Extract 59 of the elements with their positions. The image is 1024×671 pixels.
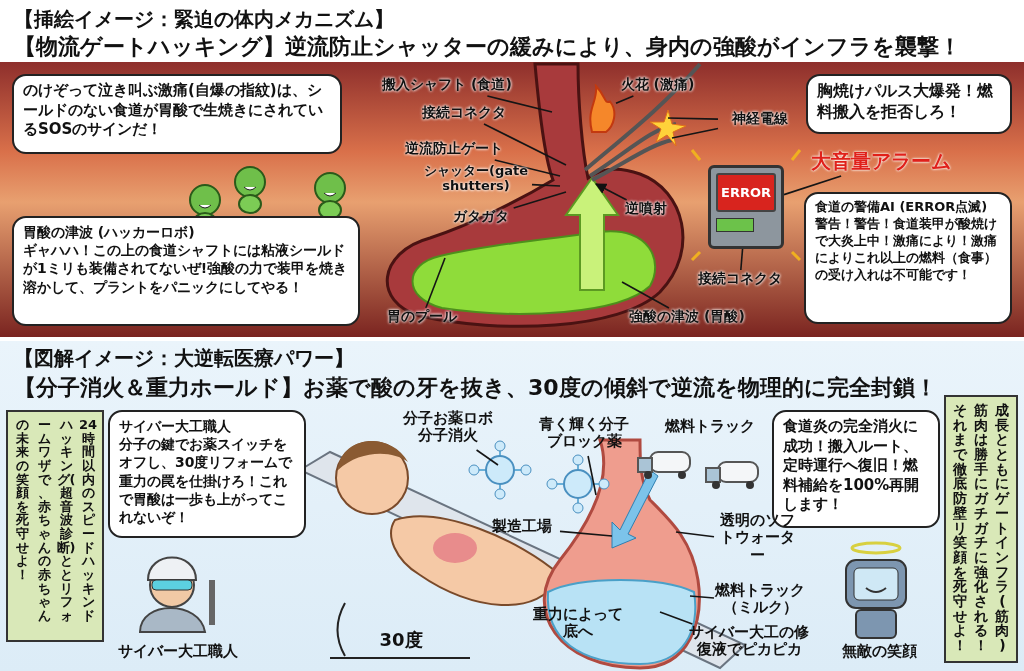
arrow: [595, 183, 628, 201]
part-label: 逆流防止ゲート: [388, 140, 520, 160]
speech-text: 分子の鍵でお薬スイッチをオフし、30度リフォームで重力の罠を仕掛けろ！これで胃酸は一歩も上がってこれないぞ！: [119, 435, 294, 527]
part-label: 分子お薬ロボ分子消火: [398, 410, 498, 450]
part-label: 製造工場: [484, 518, 560, 538]
leader-line: [559, 530, 613, 537]
part-label: 接続コネクタ: [408, 104, 520, 124]
part-label: 逆噴射: [614, 200, 678, 220]
leader-line: [486, 95, 553, 113]
leader-line: [667, 117, 719, 120]
angle-label: 30度: [378, 630, 424, 651]
character-caption: 無敵の笑顔: [840, 643, 918, 661]
leader-line: [740, 248, 744, 271]
alarm-label: 大音量アラーム: [806, 150, 956, 176]
error-screen: ERROR: [716, 173, 776, 212]
part-label: シャッター(gate shutters): [420, 164, 532, 200]
speech-bubble: [12, 216, 360, 326]
panel-heading: 【物流ゲートハッキング】逆流防止シャッターの緩みにより、身内の強酸がインフラを襲撃！: [14, 33, 961, 61]
note-box: 成長とともにゲートインフラ(筋肉)筋肉は勝手にガチガチに強化される！それまで徹底防壁リ笑顔を死守せよ！: [944, 395, 1018, 663]
panel-heading: 【図解イメージ：大逆転医療パワー】: [14, 345, 354, 372]
leader-line: [483, 123, 567, 166]
leader-line: [615, 95, 635, 104]
speech-bubble: [12, 74, 342, 154]
speech-bubble: [806, 74, 1012, 134]
part-label: 火花 (激痛): [610, 76, 705, 96]
speaker-name: 食道の警備AI (ERROR点滅): [815, 199, 989, 216]
speaker-name: 胃酸の津波 (ハッカーロボ): [23, 223, 196, 242]
part-label: 胃のプール: [376, 308, 468, 328]
part-label: 青く輝く分子ブロック薬: [532, 416, 636, 456]
leader-line: [512, 191, 567, 209]
part-label: 燃料トラック: [664, 418, 756, 436]
speech-text: 警告！警告！食道装甲が酸焼けで大炎上中！激痛により！激痛によりこれ以上の燃料（食事）の受け入れは不可能です！: [815, 215, 998, 284]
leader-line: [531, 183, 561, 187]
leader-line: [675, 531, 715, 538]
leader-line: [689, 595, 715, 599]
leader-line: [783, 175, 842, 196]
part-label: 燃料トラック（ミルク）: [714, 582, 806, 622]
speech-text: 胸焼けパルス大爆発！燃料搬入を拒否しろ！: [817, 81, 994, 123]
panel-heading: 【分子消火＆重力ホールド】お薬で酸の牙を抜き、30度の傾斜で逆流を物理的に完全封鎖！: [14, 374, 937, 402]
leader-line: [587, 455, 597, 496]
leader-line: [671, 127, 719, 139]
speech-bubble: [804, 192, 1012, 324]
speech-text: ギャハハ！この上の食道シャフトには粘液シールドが1ミリも装備されてないぜ!強酸の力で装甲を焼き溶かして、プラントをパニックにしてやる！: [23, 241, 349, 296]
speech-text: のけぞって泣き叫ぶ激痛(自爆の指紋)は、シールドのない食道が胃酸で生焼きにされているSOSのサインだ！: [23, 81, 324, 140]
part-label: 強酸の津波 (胃酸): [612, 308, 762, 328]
speech-bubble: [108, 410, 306, 538]
error-monitor: [708, 165, 784, 249]
leader-line: [659, 611, 694, 625]
part-label: 接続コネクタ: [688, 270, 792, 290]
part-label: 神経電線: [718, 110, 802, 130]
character-caption: サイバー大工職人: [117, 643, 239, 661]
flame-icon: [588, 84, 616, 134]
leader-line: [475, 449, 499, 466]
part-label: 搬入シャフト (食道): [372, 76, 522, 96]
speaker-name: サイバー大工職人: [119, 417, 232, 436]
note-box: 24時間以内のスピードハッキンドハッキング(超音波診断)ととリフォームワザで、赤ちゃんの赤ちゃんの未来の笑顔を死守せよ！: [6, 410, 104, 642]
panel-heading: 【挿絵イメージ：緊迫の体内メカニズム】: [14, 6, 394, 33]
leader-line: [621, 281, 670, 309]
speech-text: 食道炎の完全消火に成功！搬入ルート、定時運行へ復旧！燃料補給を100%再開します！: [783, 417, 921, 515]
